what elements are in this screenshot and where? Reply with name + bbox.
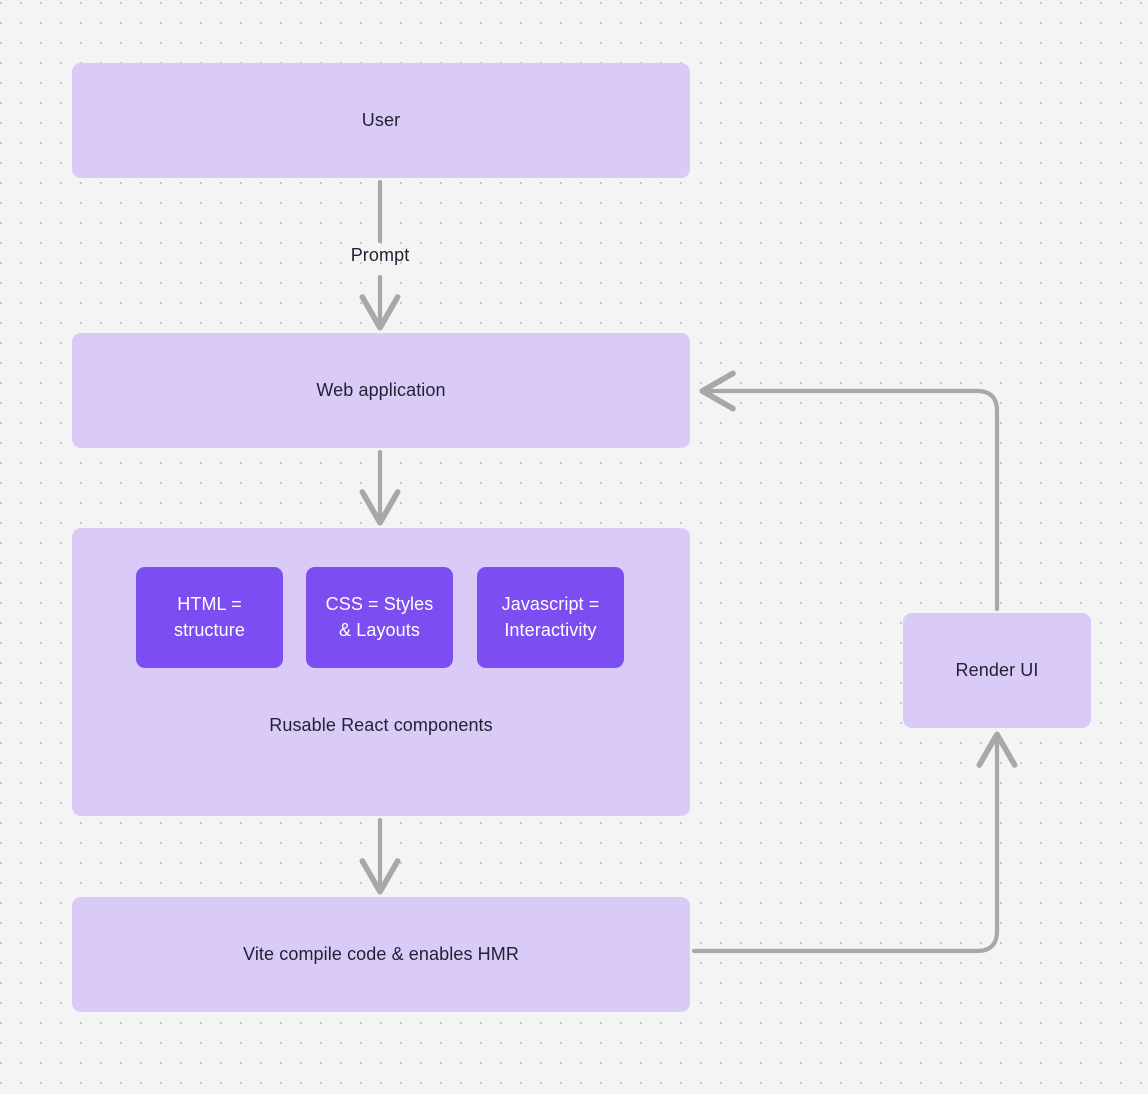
chip-css-label: CSS = Styles & Layouts — [325, 593, 434, 640]
node-web-application-label: Web application — [316, 379, 446, 400]
chip-javascript-label: Javascript = Interactivity — [501, 593, 600, 640]
edge-render-to-webapp — [699, 370, 1000, 612]
chip-html[interactable]: HTML = structure — [136, 567, 283, 668]
node-web-application[interactable]: Web application — [72, 333, 690, 448]
node-render-ui-label: Render UI — [955, 659, 1039, 680]
node-render-ui[interactable]: Render UI — [903, 613, 1091, 728]
chip-javascript[interactable]: Javascript = Interactivity — [477, 567, 624, 668]
chip-html-label: HTML = structure — [174, 593, 245, 640]
react-components-caption: Rusable React components — [269, 715, 493, 735]
chip-css[interactable]: CSS = Styles & Layouts — [306, 567, 453, 668]
node-user-label: User — [361, 109, 401, 130]
edge-vite-to-render — [691, 731, 1018, 954]
node-vite-label: Vite compile code & enables HMR — [243, 943, 519, 964]
node-vite[interactable]: Vite compile code & enables HMR — [72, 897, 690, 1012]
node-react-components[interactable]: HTML = structure CSS = Styles & Layouts … — [72, 528, 690, 816]
edge-label-prompt: Prompt — [350, 245, 410, 265]
node-user[interactable]: User — [72, 63, 690, 178]
